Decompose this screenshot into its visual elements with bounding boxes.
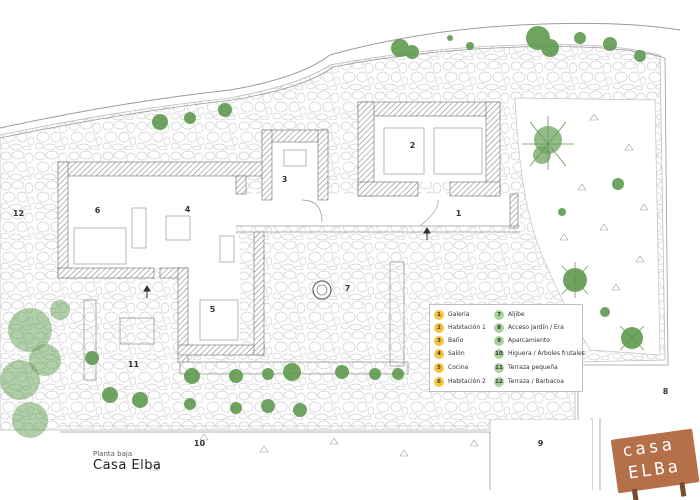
boundary-line [0, 22, 681, 129]
legend-item: 12 Terraza / Barbacoa [494, 376, 564, 387]
legend-label: Terraza pequeña [508, 364, 558, 371]
legend-number: 5 [434, 362, 444, 373]
legend-number: 3 [434, 335, 444, 346]
legend-item: 9 Aparcamiento [494, 335, 550, 346]
legend: 1 Galería 2 Habitación 1 3 Baño 4 Salón … [429, 304, 585, 392]
legend-item: 1 Galería [434, 309, 470, 320]
legend-label: Salón [448, 350, 465, 357]
vegetation-lines [522, 116, 645, 351]
logo-line-2: ELBa [626, 456, 683, 484]
legend-item: 3 Baño [434, 335, 463, 346]
walls [57, 101, 519, 363]
legend-label: Aljibe [508, 311, 525, 318]
legend-number: 10 [494, 348, 504, 359]
marker-galeria: 1 [455, 209, 462, 218]
boundary-line-inner [0, 46, 666, 139]
marker-aljibe: 7 [344, 284, 351, 293]
legend-number: 12 [494, 376, 504, 387]
legend-label: Habitación 2 [448, 378, 486, 385]
legend-label: Baño [448, 337, 464, 344]
legend-number: 6 [434, 376, 444, 387]
marker-salon: 4 [184, 205, 191, 214]
marker-cocina: 5 [209, 305, 216, 314]
title-block: Planta baja Casa Elba [87, 448, 192, 476]
garden-area [514, 97, 661, 356]
legend-number: 8 [494, 322, 504, 333]
legend-label: Aparcamiento [508, 337, 550, 344]
room-floor-cocina [188, 240, 240, 345]
marker-habitacion-2: 6 [94, 206, 101, 215]
legend-item: 8 Acceso Jardín / Era [494, 322, 564, 333]
aljibe-cistern [312, 280, 332, 300]
marker-acceso-jardin: 8 [662, 387, 669, 396]
house-name: Casa Elba [93, 458, 162, 473]
legend-item: 4 Salón [434, 348, 465, 359]
legend-number: 11 [494, 362, 504, 373]
parking-area [492, 420, 592, 500]
legend-number: 4 [434, 348, 444, 359]
legend-item: 11 Terraza pequeña [494, 362, 558, 373]
south-boundary [60, 431, 491, 490]
marker-terraza-pequena: 11 [127, 360, 140, 369]
room-floor-habitacion-2 [68, 176, 126, 268]
room-floor-galeria [236, 194, 520, 226]
legend-item: 7 Aljibe [494, 309, 525, 320]
marker-habitacion-1: 2 [409, 141, 416, 150]
entrance-arrows [143, 227, 431, 298]
legend-label: Acceso Jardín / Era [508, 324, 564, 331]
furniture [73, 127, 520, 341]
marker-higuera: 10 [193, 439, 206, 448]
legend-item: 5 Cocina [434, 362, 468, 373]
legend-label: Cocina [448, 364, 469, 371]
legend-item: 2 Habitación 1 [434, 322, 486, 333]
legend-label: Galería [448, 311, 470, 318]
legend-label: Terraza / Barbacoa [508, 378, 564, 385]
legend-label: Higuera / Árboles frutales [508, 350, 585, 357]
room-floor-habitacion-1 [374, 116, 490, 182]
parking-wall [591, 418, 601, 490]
legend-number: 7 [494, 309, 504, 320]
east-boundary [577, 57, 669, 420]
legend-item: 10 Higuera / Árboles frutales [494, 348, 585, 359]
legend-number: 1 [434, 309, 444, 320]
room-floor-bano [272, 142, 322, 200]
logo: casa ELBa [612, 428, 698, 490]
legend-label: Habitación 1 [448, 324, 486, 331]
vegetation [0, 26, 646, 438]
floor-label: Planta baja [93, 450, 133, 458]
marker-terraza-barbacoa: 12 [12, 209, 25, 218]
legend-number: 2 [434, 322, 444, 333]
legend-number: 9 [494, 335, 504, 346]
garden-markings [149, 113, 649, 471]
legend-item: 6 Habitación 2 [434, 376, 486, 387]
marker-aparcamiento: 9 [537, 439, 544, 448]
marker-bano: 3 [281, 175, 288, 184]
